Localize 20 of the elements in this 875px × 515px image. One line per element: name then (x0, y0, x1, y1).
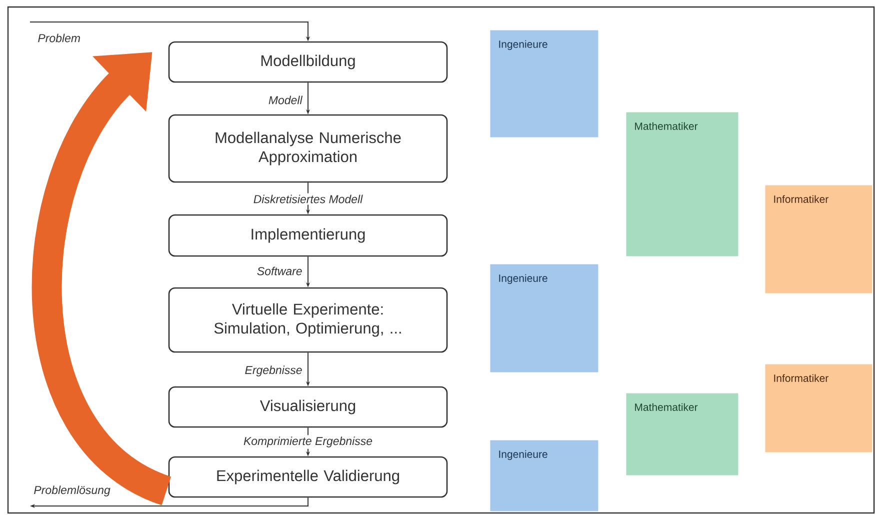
role-block: Ingenieure (490, 30, 598, 138)
process-box: Modellanalyse Numerische Approximation (168, 114, 448, 183)
edge-label: Problemlösung (34, 486, 110, 496)
role-block: Mathematiker (626, 393, 738, 476)
process-box: Implementierung (168, 214, 448, 257)
role-block: Informatiker (765, 364, 872, 452)
role-block: Ingenieure (490, 264, 598, 372)
process-box: Experimentelle Validierung (168, 456, 448, 498)
edge-label: Problem (38, 34, 80, 42)
edge-label: Diskretisiertes Modell (252, 193, 364, 205)
edge-label: Software (257, 266, 302, 276)
edge-label: Modell (268, 96, 303, 104)
role-block: Mathematiker (626, 112, 738, 256)
role-block: Informatiker (765, 185, 872, 294)
process-box: Modellbildung (168, 41, 448, 83)
process-box: Virtuelle Experimente: Simulation, Optimierung, ... (168, 287, 448, 353)
edge-label: Ergebnisse (245, 366, 302, 376)
role-block: Ingenieure (490, 440, 598, 512)
edge-label: Komprimierte Ergebnisse (242, 435, 374, 449)
process-box: Visualisierung (168, 386, 448, 428)
